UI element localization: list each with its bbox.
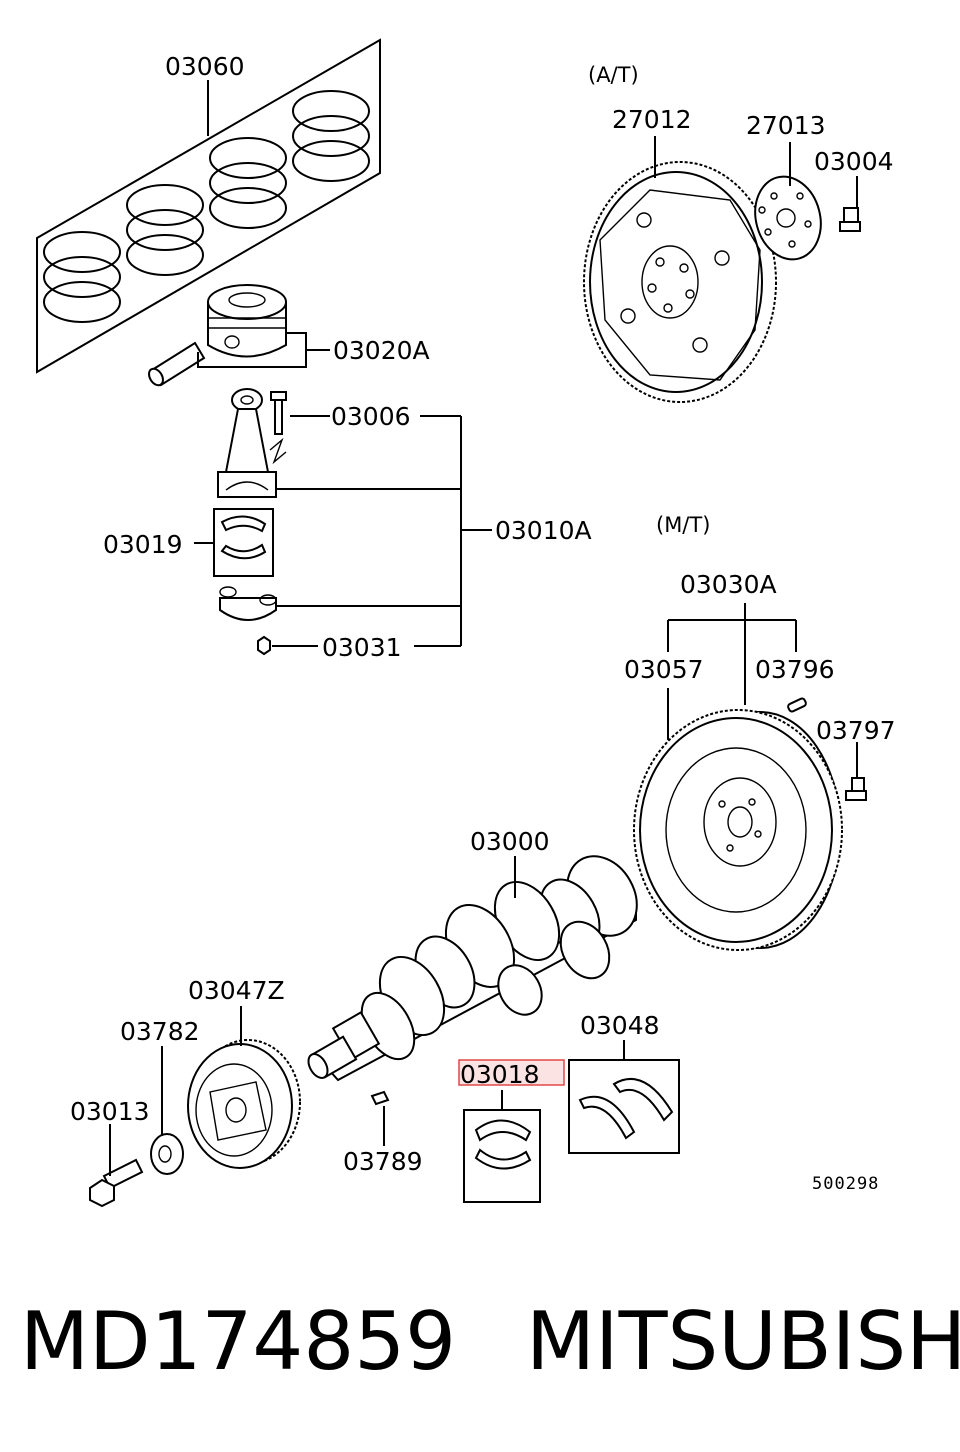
label-03057: 03057 [624, 655, 704, 684]
label-03019: 03019 [103, 530, 183, 559]
label-03796: 03796 [755, 655, 835, 684]
piston-assembly: 03020A [148, 284, 430, 387]
label-03000: 03000 [470, 827, 550, 856]
label-03047Z: 03047Z [188, 976, 285, 1005]
key-03789 [370, 1090, 390, 1106]
ring-set-3 [209, 137, 287, 229]
label-27012: 27012 [612, 105, 692, 134]
adapter-plate-27013 [754, 175, 822, 261]
label-03006: 03006 [331, 402, 411, 431]
piston-rings-frame [36, 38, 381, 374]
footer-caption: MD174859 MITSUBISHI [20, 1292, 960, 1392]
label-03010A: 03010A [495, 516, 592, 545]
dowel-pin-03796 [787, 697, 807, 713]
drive-plate-27012 [583, 161, 777, 403]
ring-set-2 [126, 184, 204, 276]
drawing-number: 500298 [812, 1174, 879, 1194]
washer-03782 [150, 1133, 184, 1175]
ring-set-4 [292, 90, 370, 182]
label-03782: 03782 [120, 1017, 200, 1046]
label-03789: 03789 [343, 1147, 423, 1176]
piston-rings-group: 03060 [36, 38, 381, 374]
bolt-03797 [845, 777, 867, 801]
label-03030A: 03030A [680, 570, 777, 599]
label-03060: 03060 [165, 52, 245, 81]
bolt-03013 [89, 1158, 144, 1208]
main-bearing-03018 [463, 1109, 541, 1203]
label-03013: 03013 [70, 1097, 150, 1126]
piston-pin [148, 341, 206, 387]
label-03048: 03048 [580, 1011, 660, 1040]
highlight-03018[interactable]: 03018 [458, 1059, 565, 1089]
label-03004: 03004 [814, 147, 894, 176]
damper-pulley-03047Z [187, 1039, 301, 1169]
label-03020A: 03020A [333, 336, 430, 365]
label-03031: 03031 [322, 633, 402, 662]
crankshaft-03000 [307, 855, 638, 1082]
thrust-bearing-03048 [568, 1059, 680, 1154]
note-at: (A/T) [588, 63, 639, 87]
note-mt: (M/T) [656, 513, 710, 537]
rod-cap [219, 586, 277, 621]
ring-set-1 [43, 231, 121, 323]
rod-nut [257, 635, 271, 656]
label-27013: 27013 [746, 111, 826, 140]
footer-part-number: MD174859 [20, 1295, 457, 1388]
label-03797: 03797 [816, 716, 896, 745]
rod-bolt [270, 391, 287, 435]
rod-bearing-03019 [213, 508, 274, 577]
connecting-rod [217, 388, 287, 498]
bolt-03004 [839, 207, 861, 232]
label-03018[interactable]: 03018 [460, 1060, 540, 1089]
flywheel-03030A [633, 709, 843, 951]
footer-brand: MITSUBISHI [526, 1295, 960, 1388]
